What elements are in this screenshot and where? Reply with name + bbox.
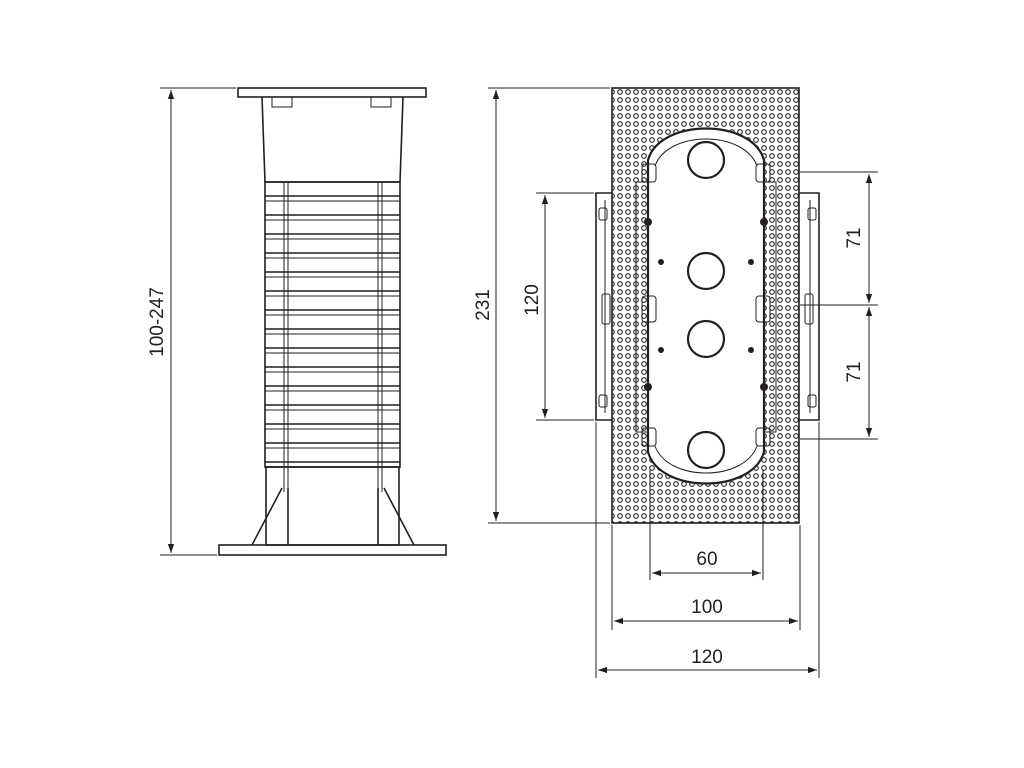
front-flange-slot-left-bottom: [598, 394, 608, 408]
front-lug-left-2: [641, 295, 657, 323]
side-top-tab-left: [271, 96, 293, 108]
inner-height-label: 120: [522, 284, 543, 316]
front-fix-dot-3: [658, 347, 664, 353]
front-screw-right-top: [760, 218, 768, 226]
front-lug-right-2: [755, 295, 771, 323]
front-screw-right-bottom: [760, 383, 768, 391]
front-opening-2: [686, 251, 726, 291]
front-fix-dot-4: [748, 347, 754, 353]
width-body-label: 100: [691, 597, 723, 618]
front-height-dimension: 231: [473, 87, 610, 524]
front-flange-right: [799, 192, 820, 421]
side-top-plate: [237, 87, 427, 98]
front-fix-dot-1: [658, 259, 664, 265]
inner-height-dimension: 120: [522, 192, 594, 421]
front-inner-body-bottom-rim: [654, 445, 758, 474]
width-inner-label: 60: [696, 549, 717, 570]
front-screw-left-bottom: [644, 383, 652, 391]
front-fix-dot-2: [748, 259, 754, 265]
front-opening-1: [686, 140, 726, 180]
front-inner-body-top-rim: [654, 138, 758, 167]
side-lower-tube: [265, 466, 400, 546]
side-top-tab-right: [370, 96, 392, 108]
front-flange-slot-right-bottom: [807, 394, 817, 408]
front-opening-4: [686, 430, 726, 470]
width-dimensions: 60 100 120: [595, 422, 820, 678]
side-upper-cylinder: [261, 96, 404, 183]
front-flange-left: [595, 192, 612, 421]
spacing-top-label: 71: [844, 227, 865, 248]
front-lug-left-3: [641, 427, 657, 447]
front-screw-left-top: [644, 218, 652, 226]
front-opening-3: [686, 319, 726, 359]
side-view: [218, 87, 447, 556]
side-thread-lines: [265, 195, 400, 468]
front-height-label: 231: [473, 289, 494, 321]
front-lug-left-1: [641, 163, 657, 183]
front-flange-slot-right-top: [807, 207, 817, 221]
side-rib-left: [251, 487, 289, 546]
spacing-bottom-label: 71: [844, 361, 865, 382]
front-view: [595, 87, 820, 524]
side-height-label: 100-247: [147, 287, 168, 357]
front-lug-right-3: [755, 427, 771, 447]
side-rib-right: [377, 487, 415, 546]
front-lug-right-1: [755, 163, 771, 183]
width-total-label: 120: [691, 647, 723, 668]
side-base-plate: [218, 544, 447, 556]
side-height-dimension: 100-247: [147, 87, 236, 556]
front-inner-body: [646, 127, 766, 485]
front-flange-clip-left: [601, 293, 611, 325]
spacing-dimensions: 71 71: [800, 171, 878, 440]
front-flange-slot-left-top: [598, 207, 608, 221]
front-flange-clip-right: [804, 293, 814, 325]
